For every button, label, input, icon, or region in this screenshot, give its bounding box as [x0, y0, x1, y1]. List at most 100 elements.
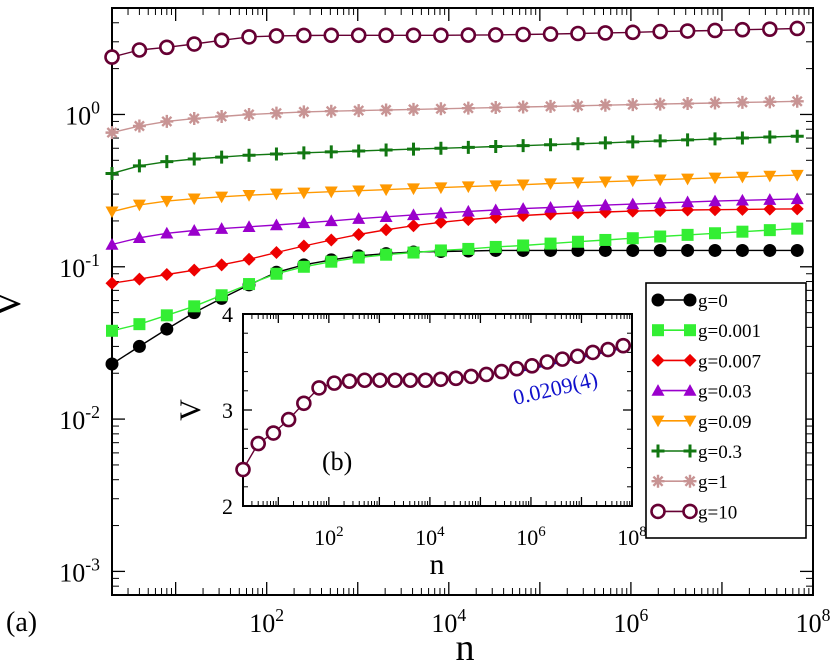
marker-square — [297, 260, 310, 273]
marker-circle — [132, 339, 146, 353]
marker-triangle-down — [544, 178, 558, 191]
marker-diamond — [132, 272, 146, 286]
marker-triangle-down — [269, 188, 283, 201]
marker-triangle-up — [653, 196, 667, 209]
marker-plus — [132, 159, 146, 173]
marker-triangle-down — [598, 176, 612, 189]
marker-triangle-up — [297, 216, 311, 229]
marker-square — [380, 248, 393, 261]
marker-plus — [653, 134, 667, 148]
marker-plus — [407, 142, 420, 156]
marker-plus — [544, 138, 558, 152]
marker-square — [243, 278, 256, 291]
marker-asterisk — [681, 97, 695, 111]
marker-triangle-up — [407, 208, 421, 221]
marker-open-circle — [378, 27, 394, 44]
marker-asterisk — [790, 94, 804, 108]
x-ticks — [242, 314, 633, 506]
marker-open-circle — [356, 372, 373, 389]
marker-circle — [763, 243, 777, 257]
marker-open-circle — [600, 341, 616, 358]
marker-square — [325, 255, 338, 268]
marker-open-circle — [585, 344, 601, 361]
marker-open-circle — [515, 26, 531, 43]
series-g=0.001 — [106, 222, 804, 337]
marker-triangle-up — [708, 194, 722, 207]
marker-triangle-up — [187, 224, 201, 236]
marker-circle — [790, 243, 804, 257]
marker-plus — [160, 155, 174, 169]
marker-diamond — [297, 239, 311, 253]
marker-triangle-up — [324, 214, 338, 227]
marker-triangle-down — [297, 187, 311, 200]
marker-open-circle — [682, 503, 698, 520]
marker-plus — [683, 444, 697, 458]
marker-triangle-up — [352, 212, 366, 224]
marker-diamond — [187, 263, 201, 277]
marker-square — [160, 309, 173, 322]
marker-triangle-down — [790, 169, 804, 182]
marker-plus — [105, 166, 119, 180]
panel-label: (b) — [322, 447, 352, 476]
legend: g=0g=0.001g=0.007g=0.03g=0.09g=0.3g=1g=1… — [645, 282, 807, 539]
marker-open-circle — [104, 49, 120, 65]
marker-open-circle — [487, 27, 504, 43]
marker-open-circle — [789, 20, 806, 37]
marker-square — [407, 246, 420, 259]
marker-open-circle — [186, 36, 203, 52]
y-tick-label: 10-2 — [59, 402, 100, 435]
marker-square — [517, 239, 530, 252]
legend-label: g=0.09 — [698, 412, 751, 433]
marker-diamond — [790, 202, 804, 216]
marker-square — [571, 235, 584, 248]
marker-triangle-up — [132, 231, 146, 243]
marker-open-circle — [296, 27, 312, 44]
marker-diamond — [379, 223, 393, 237]
marker-asterisk — [516, 100, 530, 114]
marker-open-circle — [250, 435, 267, 452]
y-axis-label: V̄ — [0, 290, 29, 318]
marker-open-circle — [569, 348, 586, 365]
marker-plus — [324, 145, 338, 159]
marker-triangle-down — [651, 415, 665, 428]
marker-open-circle — [493, 363, 510, 380]
marker-plus — [626, 135, 640, 149]
marker-open-circle — [311, 380, 327, 396]
marker-asterisk — [187, 112, 201, 126]
marker-open-circle — [372, 372, 388, 389]
marker-open-circle — [539, 354, 555, 370]
marker-asterisk — [626, 98, 640, 112]
marker-diamond — [651, 353, 665, 367]
series-g=0.09 — [105, 169, 804, 219]
marker-plus — [434, 141, 448, 155]
x-tick-label: 106 — [613, 605, 648, 638]
marker-triangle-down — [242, 190, 256, 202]
marker-plus — [379, 143, 393, 157]
marker-square — [652, 324, 664, 337]
marker-open-circle — [615, 337, 632, 354]
marker-asterisk — [763, 95, 777, 109]
marker-square — [654, 230, 667, 243]
marker-circle — [653, 243, 667, 257]
legend-label: g=10 — [698, 502, 737, 523]
marker-plus — [297, 146, 311, 160]
marker-open-circle — [341, 373, 358, 390]
marker-open-circle — [326, 375, 343, 391]
panel-label: (a) — [6, 607, 37, 638]
marker-open-circle — [707, 22, 723, 39]
marker-open-circle — [762, 21, 778, 37]
series-g=10 — [104, 20, 806, 65]
marker-asterisk — [598, 98, 612, 112]
marker-open-circle — [652, 23, 668, 40]
marker-triangle-up — [269, 218, 283, 231]
series-g=10 — [235, 337, 632, 478]
marker-triangle-up — [735, 193, 749, 206]
marker-asterisk — [324, 104, 338, 118]
x-tick-label: 106 — [516, 524, 546, 550]
marker-circle — [735, 243, 749, 257]
marker-square — [599, 233, 612, 246]
marker-open-circle — [131, 42, 148, 58]
marker-plus — [790, 129, 804, 143]
